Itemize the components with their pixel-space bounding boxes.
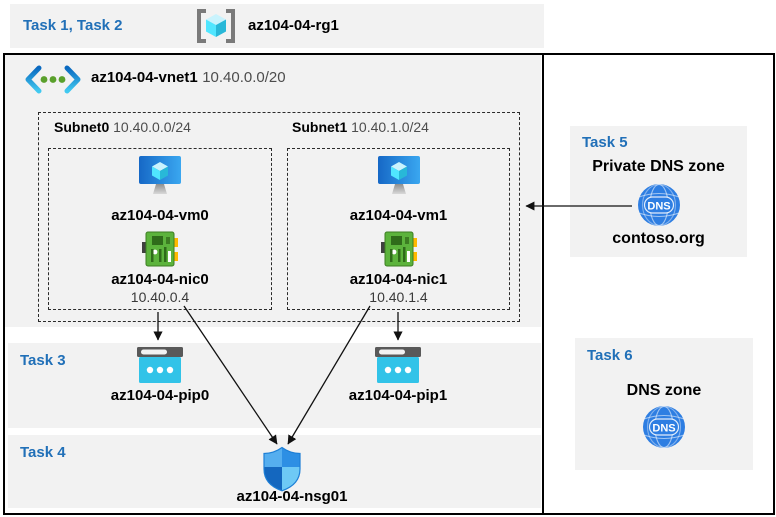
private-dns-icon: DNS (637, 183, 680, 227)
task6-box: Task 6 DNS zone DNS (575, 338, 753, 470)
nic1-icon-wrap (288, 229, 509, 269)
dns-zone-title: DNS zone (626, 382, 702, 399)
nic1-icon (380, 231, 417, 267)
pip0-icon (137, 347, 183, 383)
vnet-name: az104-04-vnet1 (91, 69, 198, 86)
nic1-ip: 10.40.1.4 (369, 289, 428, 305)
dns-zone-icon-wrap: DNS (575, 405, 753, 449)
nic0-icon-wrap (49, 229, 271, 269)
vm0-icon-wrap (49, 155, 271, 197)
vm0-label: az104-04-vm0 (111, 207, 209, 224)
vnet-icon (25, 65, 81, 94)
vnet-cidr: 10.40.0.0/20 (202, 69, 286, 86)
private-dns-zone-title: Private DNS zone (592, 158, 725, 175)
subnet1-name: Subnet1 (292, 119, 348, 135)
nic0-label: az104-04-nic0 (111, 271, 209, 288)
vm1-label: az104-04-vm1 (349, 207, 448, 224)
task6-heading: Task 6 (587, 347, 633, 364)
task12-band: Task 1, Task 2 az104-04-rg1 (10, 4, 544, 48)
nsg-shield-icon (263, 446, 301, 492)
task5-heading: Task 5 (582, 134, 628, 151)
resource-group-name: az104-04-rg1 (248, 17, 339, 34)
vm1-icon (377, 156, 420, 194)
subnet1-box: az104-04-vm1 az104-04-nic1 10.40.1. (287, 148, 510, 310)
vnet-title: az104-04-vnet1 10.40.0.0/20 (91, 69, 286, 87)
nic1-label: az104-04-nic1 (349, 271, 448, 288)
pip1-icon (375, 347, 421, 383)
vnet-area: az104-04-vnet1 10.40.0.0/20 Subnet0 10.4… (5, 55, 541, 327)
task3-band: Task 3 az104-04-pip0 az104-04-pip1 (8, 343, 541, 428)
private-dns-glyph: DNS (647, 201, 670, 213)
task4-band: Task 4 az104-04-nsg01 (8, 435, 541, 508)
task4-heading: Task 4 (20, 444, 66, 461)
nsg-label: az104-04-nsg01 (236, 488, 348, 505)
vm1-icon-wrap (288, 155, 509, 197)
subnet0-cidr: 10.40.0.0/24 (113, 119, 191, 135)
task12-heading: Task 1, Task 2 (23, 17, 123, 34)
private-dns-zone-name: contoso.org (612, 230, 705, 247)
subnet0-box: az104-04-vm0 az104-04-nic0 10.40.0. (48, 148, 272, 310)
dns-zone-icon: DNS (643, 405, 685, 449)
nic0-icon (142, 231, 178, 267)
frame-divider (542, 53, 544, 515)
vm0-icon (139, 156, 181, 194)
diagram-frame (3, 53, 775, 515)
dns-zone-glyph: DNS (652, 423, 675, 435)
task3-heading: Task 3 (20, 352, 66, 369)
pip1-label: az104-04-pip1 (348, 387, 448, 404)
private-dns-icon-wrap: DNS (570, 183, 747, 227)
subnet1-label: Subnet1 10.40.1.0/24 (292, 119, 429, 135)
task5-box: Task 5 Private DNS zone DNS contoso.org (570, 126, 747, 257)
resource-group-icon (197, 9, 235, 43)
subnet1-cidr: 10.40.1.0/24 (351, 119, 429, 135)
subnet0-name: Subnet0 (54, 119, 110, 135)
subnets-group-box (38, 112, 520, 322)
nic0-ip: 10.40.0.4 (130, 289, 190, 305)
subnet0-label: Subnet0 10.40.0.0/24 (54, 119, 191, 135)
pip0-label: az104-04-pip0 (110, 387, 210, 404)
